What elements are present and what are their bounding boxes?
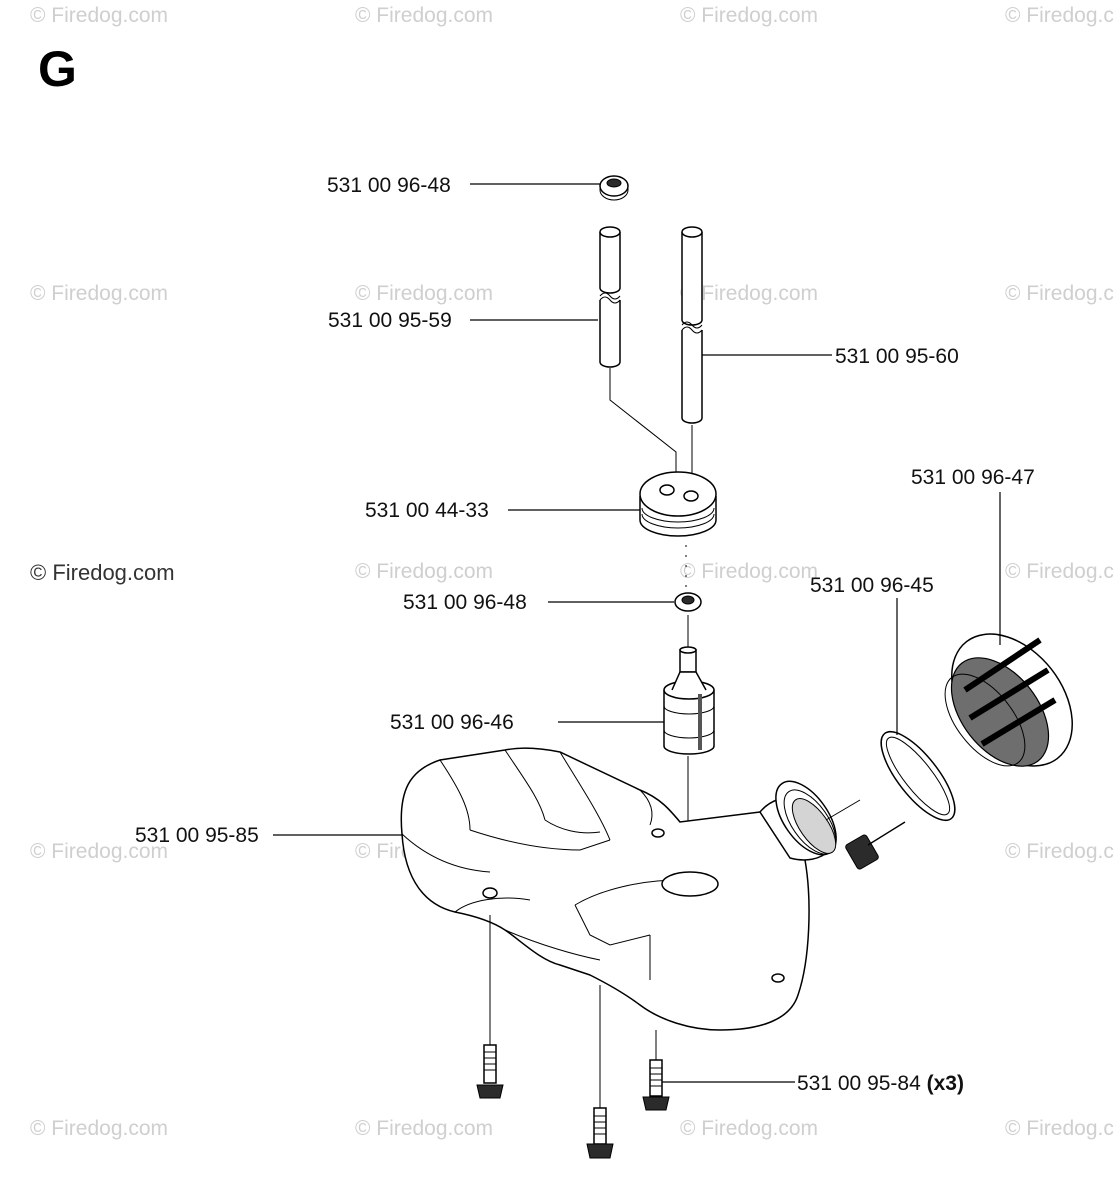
part-label-tank-cap: 531 00 96-47: [911, 466, 1035, 489]
watermark: © Firedog.com: [355, 1117, 493, 1140]
watermark: © Firedog.com: [680, 4, 818, 27]
screw: [476, 915, 504, 1099]
watermark: © Firedog.com: [1005, 4, 1114, 27]
part-label-hose-left: 531 00 95-59: [328, 309, 452, 332]
spacer-mid: [674, 592, 702, 612]
watermark: © Firedog.com: [680, 282, 818, 305]
part-label-fuel-tank: 531 00 95-85: [135, 824, 259, 847]
fuel-filter: [663, 646, 715, 755]
screw: [642, 1030, 670, 1111]
watermark: © Firedog.com: [355, 4, 493, 27]
hose-left: [599, 226, 621, 368]
watermark: © Firedog.com: [680, 1117, 818, 1140]
part-label-spacer-top: 531 00 96-48: [327, 174, 451, 197]
part-labels: 531 00 96-48 531 00 95-59 531 00 95-60 5…: [135, 174, 1035, 1095]
cap-seal: [825, 730, 956, 870]
part-number-screw: 531 00 95-84: [797, 1072, 921, 1095]
quantity-screw: (x3): [927, 1072, 964, 1095]
watermark: © Firedog.com: [30, 560, 175, 585]
screw: [586, 985, 614, 1159]
hose-path-left: [609, 368, 677, 480]
fuel-tank: [400, 747, 837, 1031]
watermark: © Firedog.com: [1005, 282, 1114, 305]
part-label-hose-right: 531 00 95-60: [835, 345, 959, 368]
watermark: © Firedog.com: [30, 4, 168, 27]
watermark: © Firedog.com: [1005, 560, 1114, 583]
grommet: [639, 471, 717, 537]
tank-cap: [944, 633, 1073, 767]
watermark: © Firedog.com: [355, 282, 493, 305]
part-label-grommet: 531 00 44-33: [365, 499, 489, 522]
part-label-fuel-filter: 531 00 96-46: [390, 711, 514, 734]
part-label-spacer-mid: 531 00 96-48: [403, 591, 527, 614]
watermark: © Firedog.com: [30, 840, 168, 863]
spacer-top: [599, 175, 629, 201]
watermark: © Firedog.com: [30, 1117, 168, 1140]
watermark: © Firedog.com: [1005, 1117, 1114, 1140]
watermark: © Firedog.com: [1005, 840, 1114, 863]
section-letter: G: [38, 41, 77, 97]
watermark: © Firedog.com: [680, 560, 818, 583]
part-label-cap-seal: 531 00 96-45: [810, 574, 934, 597]
watermark: © Firedog.com: [355, 560, 493, 583]
watermark: © Firedog.com: [30, 282, 168, 305]
leader-lines: [273, 183, 1001, 1083]
part-label-screw: 531 00 95-84 (x3): [797, 1072, 964, 1095]
hose-right: [681, 226, 703, 424]
